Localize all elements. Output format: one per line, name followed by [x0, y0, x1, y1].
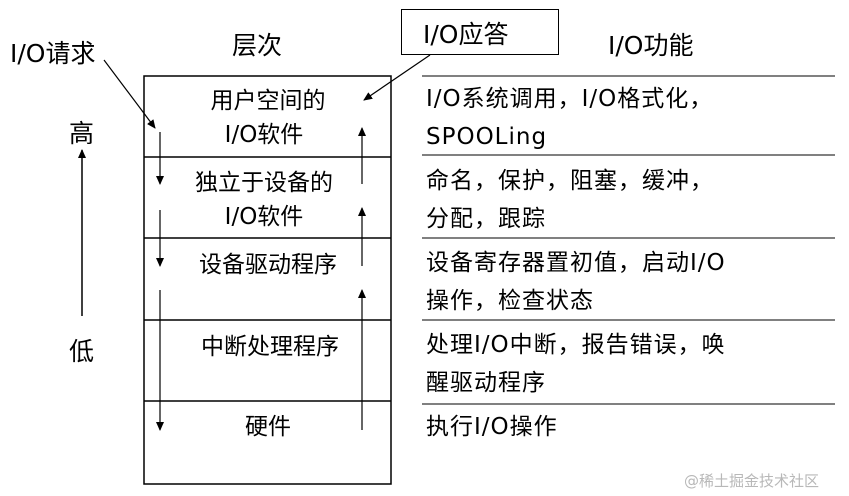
response-arrow	[363, 54, 431, 101]
levels-header: 层次	[232, 31, 283, 60]
function-user-space-line2: SPOOLing	[426, 124, 548, 150]
io-function-header: I/O功能	[608, 31, 694, 60]
request-arrow	[103, 59, 156, 129]
function-user-space-line1: I/O系统调用，I/O格式化，	[426, 86, 714, 112]
layer-user-space-line1: 用户空间的	[210, 88, 326, 114]
layer-interrupt-handler: 中断处理程序	[201, 334, 339, 360]
low-label: 低	[69, 337, 95, 366]
function-device-driver-line2: 操作，检查状态	[426, 288, 594, 314]
layer-stack-box	[143, 75, 392, 485]
function-device-independent-line1: 命名，保护，阻塞，缓冲，	[426, 168, 714, 194]
watermark: @稀土掘金技术社区	[684, 472, 820, 490]
layer-hardware: 硬件	[245, 414, 291, 440]
layer-device-independent-line1: 独立于设备的	[195, 170, 333, 196]
function-interrupt-line1: 处理I/O中断，报告错误，唤	[426, 332, 726, 358]
function-device-driver-line1: 设备寄存器置初值，启动I/O	[426, 250, 726, 276]
io-request-label: I/O请求	[10, 39, 96, 68]
layer-device-driver: 设备驱动程序	[199, 252, 337, 278]
function-interrupt-line2: 醒驱动程序	[426, 370, 546, 396]
layer-device-independent-line2: I/O软件	[224, 204, 304, 230]
high-label: 高	[69, 119, 95, 148]
function-device-independent-line2: 分配，跟踪	[426, 206, 546, 232]
function-hardware: 执行I/O操作	[426, 414, 558, 440]
layer-user-space-line2: I/O软件	[224, 122, 304, 148]
io-response-label: I/O应答	[423, 20, 509, 49]
io-response-box	[401, 9, 559, 55]
